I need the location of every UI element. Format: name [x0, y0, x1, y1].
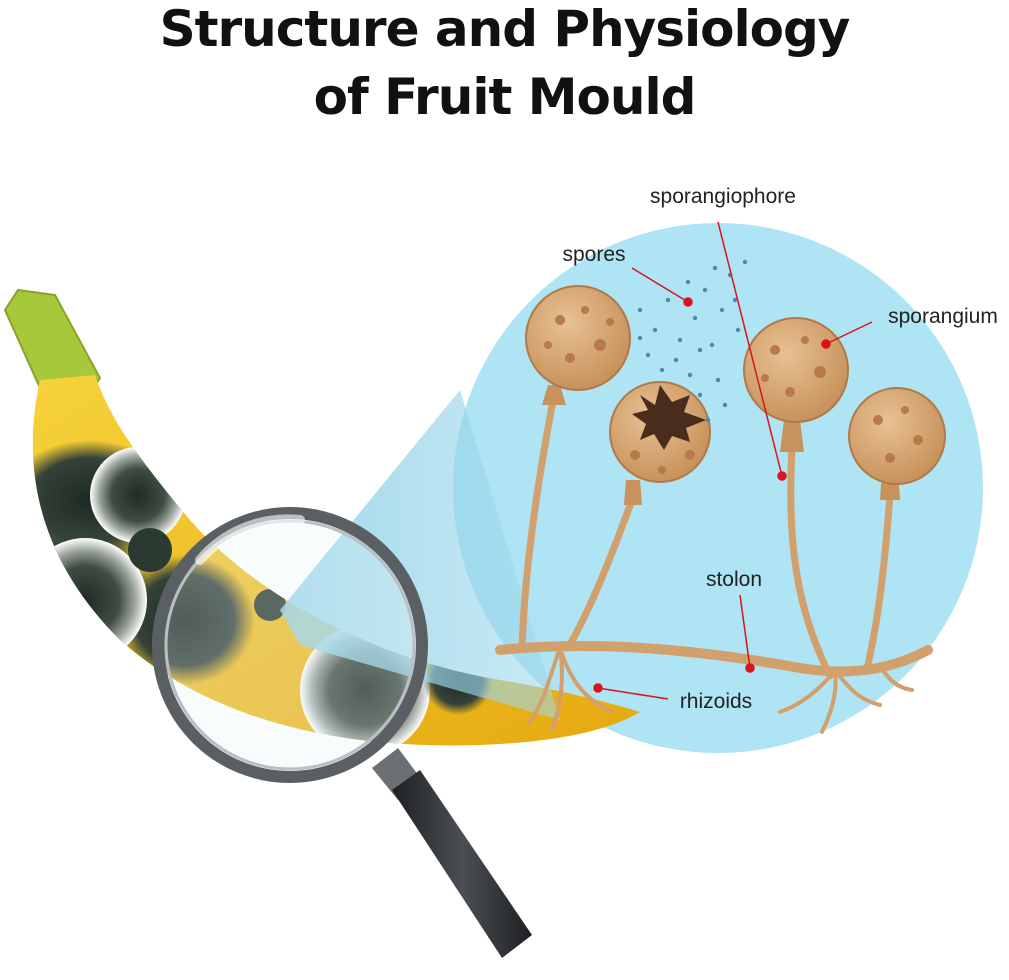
stolon-hypha [495, 641, 933, 677]
zoom-beam [280, 390, 560, 720]
title-line-2: of Fruit Mould [313, 68, 697, 126]
sporangia [525, 285, 946, 505]
leader-lines [593, 221, 873, 700]
sporangium [525, 285, 631, 405]
label-sporangium: sporangium [888, 305, 998, 328]
sporangium [848, 387, 946, 500]
magnifying-glass-icon [152, 507, 532, 958]
title-line-1: Structure and Physiology [159, 0, 851, 58]
spores [637, 259, 748, 423]
label-rhizoids: rhizoids [680, 690, 752, 713]
label-sporangiophore: sporangiophore [650, 185, 796, 208]
sporangiophores [518, 391, 894, 680]
label-spores: spores [562, 243, 625, 266]
label-stolon: stolon [706, 568, 762, 591]
banana-stem [3, 288, 102, 390]
sporangium [609, 381, 711, 505]
